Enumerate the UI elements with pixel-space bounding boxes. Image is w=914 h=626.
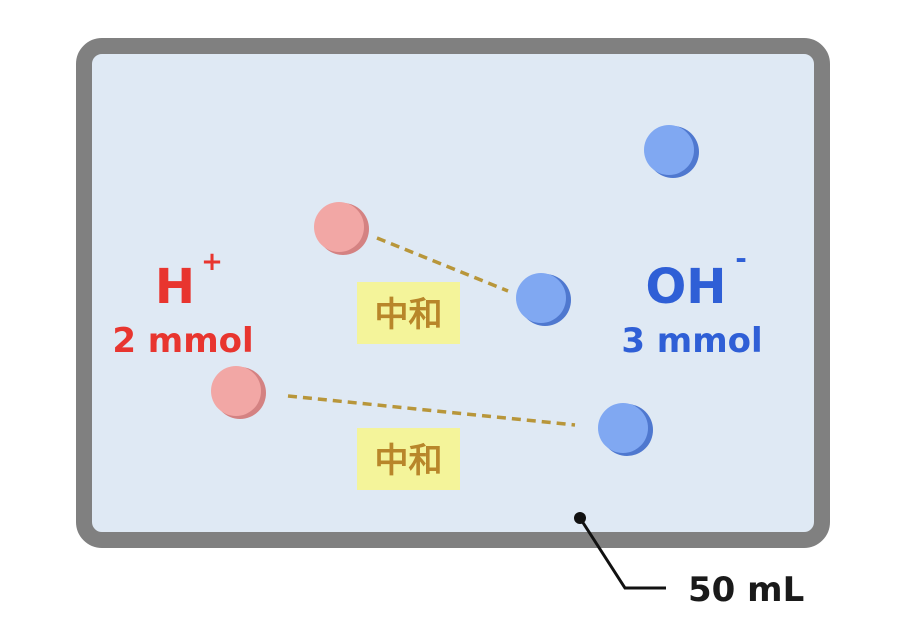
h-ion-symbol: H [155, 259, 195, 315]
oh-ion-1 [644, 125, 699, 178]
h-ion-1 [314, 202, 369, 255]
oh-ion-charge: - [735, 242, 747, 275]
oh-ion-2 [516, 273, 571, 326]
neutralization-badge-1: 中和 [357, 282, 460, 344]
volume-label: 50 mL [688, 570, 804, 610]
neutralization-line-1 [376, 236, 509, 293]
oh-ion-3 [598, 403, 653, 456]
h-ion-amount: 2 mmol [112, 321, 253, 361]
neutralization-label-2: 中和 [375, 441, 443, 481]
neutralization-badge-2: 中和 [357, 428, 460, 490]
oh-ion-symbol: OH [646, 259, 727, 315]
oh-ion-amount: 3 mmol [621, 321, 762, 361]
h-ion-2 [211, 366, 266, 419]
h-ion-charge: + [201, 247, 223, 277]
neutralization-label-1: 中和 [375, 295, 443, 335]
volume-leader-line [578, 517, 666, 590]
neutralization-line-2 [287, 394, 576, 427]
